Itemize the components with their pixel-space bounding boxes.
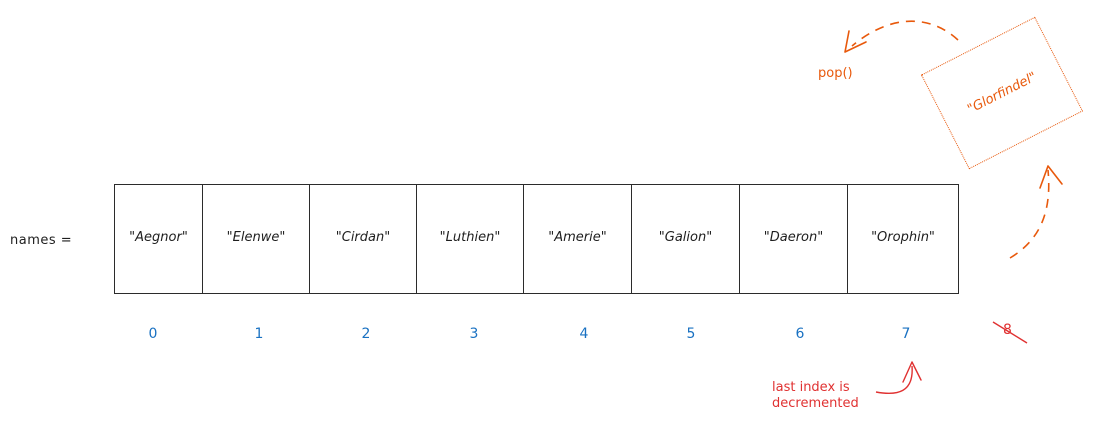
array-cell: "Orophin" xyxy=(847,184,959,294)
index-label: 0 xyxy=(148,326,158,342)
array-cell-value: "Amerie" xyxy=(548,229,607,245)
array-cell-value: "Elenwe" xyxy=(226,229,286,245)
popped-element-value: "Glorfindel" xyxy=(964,69,1040,117)
index-label: 3 xyxy=(469,326,479,342)
index-label: 7 xyxy=(901,326,911,342)
array-cell-value: "Orophin" xyxy=(871,229,935,245)
decrement-note-line: decremented xyxy=(772,396,859,411)
index-label: 6 xyxy=(795,326,805,342)
decrement-note-line: last index is xyxy=(772,380,850,395)
array-cell: "Aegnor" xyxy=(114,184,202,294)
variable-label: names = xyxy=(10,233,73,248)
note-arrow-line xyxy=(875,365,913,395)
pop-arrow-line xyxy=(851,20,959,47)
note-arrowhead-icon xyxy=(902,361,922,383)
rise-arrow-line xyxy=(1009,169,1050,259)
array-cell: "Cirdan" xyxy=(309,184,416,294)
array-cell-value: "Cirdan" xyxy=(335,229,391,245)
index-label: 4 xyxy=(579,326,589,342)
removed-index-label: 8 xyxy=(1003,322,1012,338)
array-cell: "Amerie" xyxy=(523,184,631,294)
array-cell-value: "Daeron" xyxy=(763,229,824,245)
pop-operation-label: pop() xyxy=(818,66,853,81)
rise-arrowhead-icon xyxy=(1039,165,1063,189)
index-label: 1 xyxy=(254,326,264,342)
array-cell-value: "Aegnor" xyxy=(129,229,188,245)
decrement-note: last index is decremented xyxy=(772,380,859,412)
popped-element-box: "Glorfindel" xyxy=(920,16,1084,170)
index-label: 5 xyxy=(686,326,696,342)
pop-arrowhead-icon xyxy=(844,30,867,53)
array-cell-value: "Luthien" xyxy=(439,229,501,245)
index-label: 2 xyxy=(361,326,371,342)
array-cell: "Galion" xyxy=(631,184,739,294)
array-cell: "Luthien" xyxy=(416,184,523,294)
array-cell: "Elenwe" xyxy=(202,184,309,294)
array-cell: "Daeron" xyxy=(739,184,847,294)
array-cell-value: "Galion" xyxy=(658,229,713,245)
array-row: "Aegnor" "Elenwe" "Cirdan" "Luthien" "Am… xyxy=(114,184,959,296)
